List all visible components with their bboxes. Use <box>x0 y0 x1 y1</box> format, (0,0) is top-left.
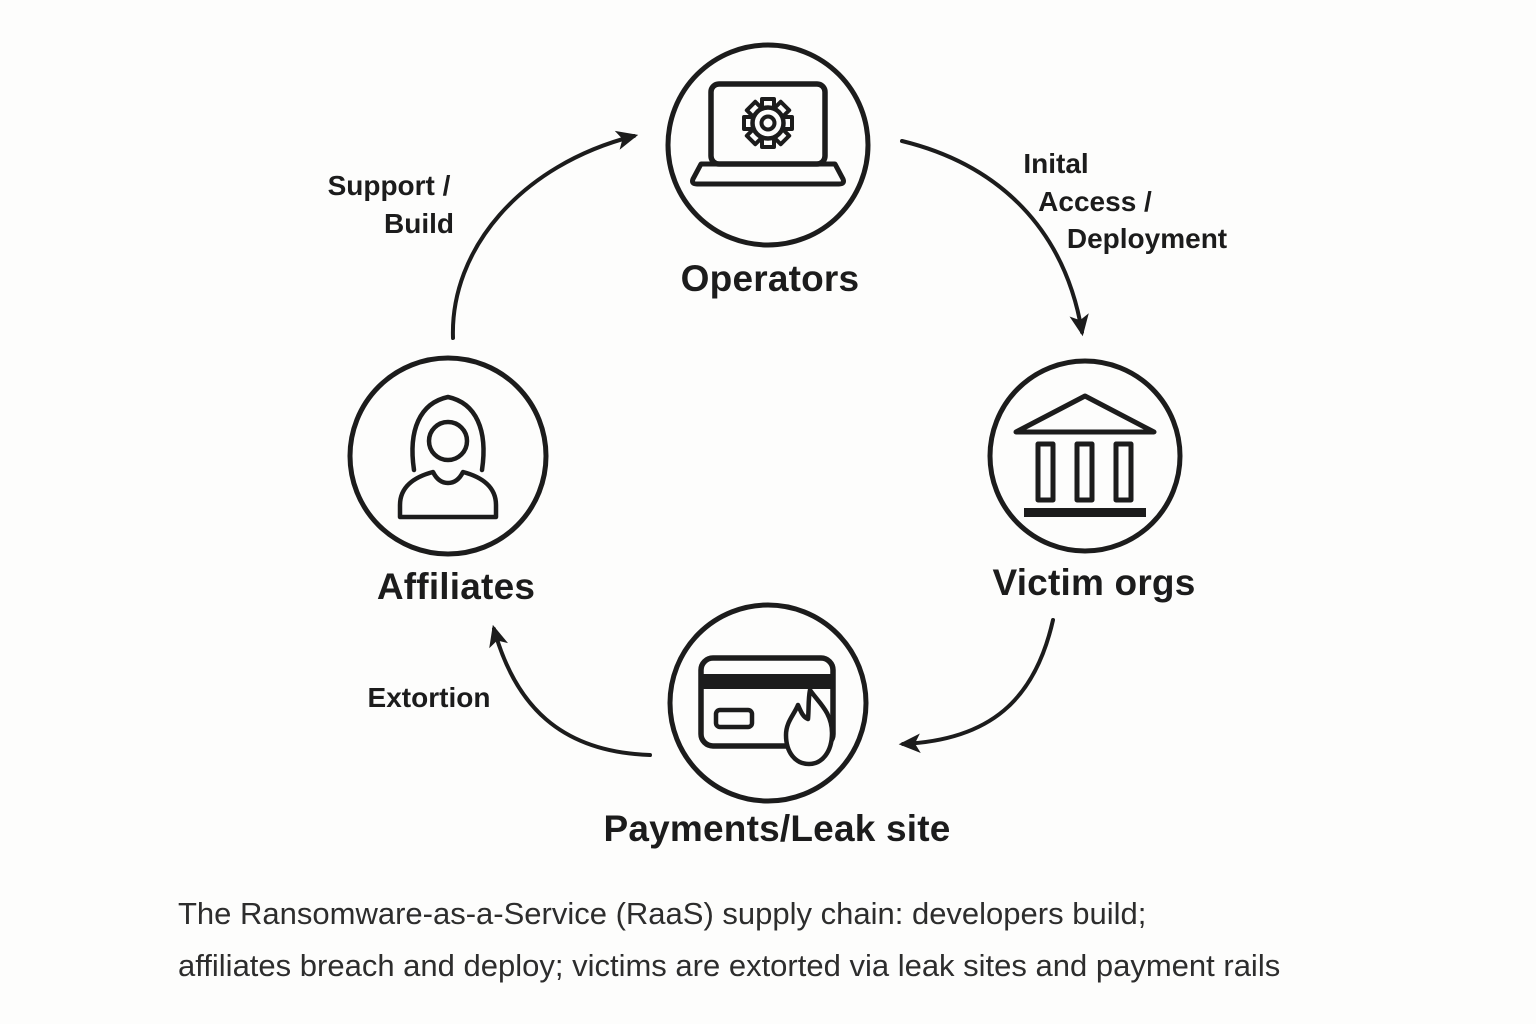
arrow-affiliates-to-operators <box>450 130 639 340</box>
edge-label-deployment: Deployment <box>1066 223 1228 254</box>
laptop-gear-icon <box>690 81 846 187</box>
bank-icon <box>1013 393 1157 517</box>
victim-orgs-node-circle <box>987 358 1183 554</box>
edge-label-build: Build <box>384 208 454 239</box>
payments-node-circle <box>667 602 869 804</box>
caption-line-2: affiliates breach and deploy; victims ar… <box>178 948 1281 983</box>
edge-label-access: Access / <box>1038 186 1152 217</box>
edge-label-inital: Inital <box>1023 148 1089 179</box>
flame-icon <box>783 687 835 767</box>
arrow-operators-to-victims <box>900 139 1089 337</box>
affiliates-label: Affiliates <box>376 566 536 607</box>
gear-icon <box>742 97 794 149</box>
affiliates-node-circle <box>347 355 549 557</box>
victim-orgs-label: Victim orgs <box>992 562 1196 603</box>
credit-card-flame-icon <box>698 655 836 767</box>
operators-node-circle <box>665 42 871 248</box>
hooded-figure-icon <box>397 394 499 520</box>
edge-label-extortion: Extortion <box>367 682 491 713</box>
cycle-arrows <box>450 130 1089 757</box>
arrow-payments-to-affiliates <box>489 624 652 757</box>
caption-line-1: The Ransomware-as-a-Service (RaaS) suppl… <box>178 896 1147 931</box>
operators-label: Operators <box>680 258 860 299</box>
arrow-victims-to-payments <box>898 618 1055 753</box>
payments-leak-site-label: Payments/Leak site <box>603 808 951 849</box>
edge-label-support: Support / <box>327 170 451 201</box>
